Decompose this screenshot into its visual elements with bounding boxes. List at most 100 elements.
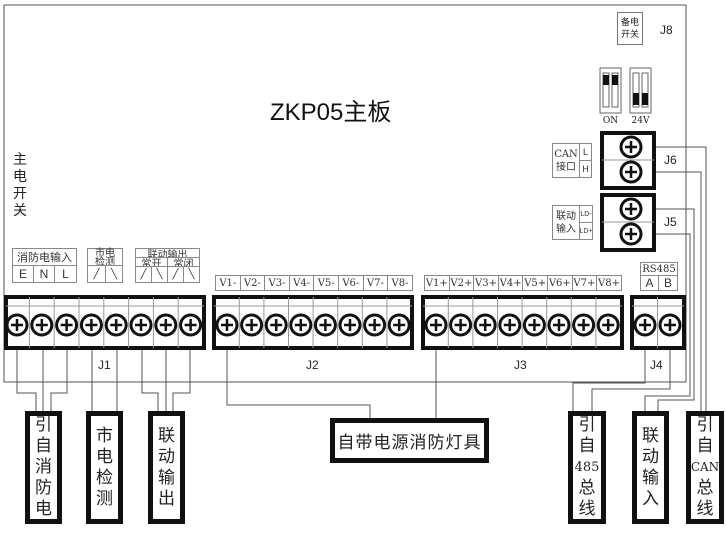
terminal-screw-icon	[596, 313, 620, 337]
label-line: CAN	[554, 148, 578, 160]
slash-icon: ╱	[87, 265, 106, 283]
label-char: 自	[696, 436, 714, 456]
terminal-screw-icon	[240, 313, 264, 337]
pin-b: B	[658, 275, 678, 291]
wire-ld-plus	[644, 233, 691, 411]
board-title: ZKP05主板	[270, 99, 392, 126]
backslash-icon: ╲	[151, 266, 168, 283]
terminal-screw-icon	[572, 313, 596, 337]
terminal-screw-icon	[154, 313, 178, 337]
can-pin-l: L	[579, 143, 592, 161]
terminal-screw-icon	[289, 313, 313, 337]
label-char: 电	[96, 446, 113, 467]
label-char: 联	[642, 426, 659, 446]
label-char: 引	[696, 415, 714, 435]
ld-minus-pin: LD-	[579, 205, 593, 223]
can-port-label: CAN 接口	[552, 143, 580, 178]
slash-icon: ╱	[167, 266, 184, 283]
label-char: 电	[13, 169, 27, 185]
wire-v-minus	[226, 335, 371, 418]
terminal-screw-icon	[79, 313, 103, 337]
dip-24v-label: 24V	[631, 116, 650, 126]
pin-label: V6+	[547, 275, 573, 291]
main-power-switch-label: 主 电 开 关	[10, 152, 30, 222]
label-char: 自	[35, 436, 52, 456]
wire-l	[50, 335, 68, 411]
label-char: 主	[13, 152, 27, 168]
wire-can-l	[646, 146, 707, 411]
can-pin-h: H	[579, 160, 592, 178]
dip-knob	[633, 93, 639, 105]
rs485-bus-box: 引 自 485 总 线	[568, 411, 606, 524]
link-input-port-label: 联动 输入	[552, 205, 580, 240]
backup-switch-label: 备电 开关	[617, 12, 643, 45]
wire-485a	[572, 335, 646, 411]
terminal-screw-icon	[498, 313, 522, 337]
pin-label: V4-	[288, 275, 315, 291]
dip-slot	[602, 72, 610, 108]
terminal-screw-icon	[658, 313, 682, 337]
terminal-screw-icon	[338, 313, 362, 337]
label-char: 自	[578, 436, 596, 456]
terminal-screw-icon	[619, 135, 643, 159]
pin-n: N	[33, 265, 55, 283]
label-char: 消	[35, 457, 52, 477]
terminal-screw-icon	[522, 313, 546, 337]
dip-on-label: ON	[602, 116, 619, 126]
pin-label: V2-	[239, 275, 266, 291]
terminal-screw-icon	[547, 313, 571, 337]
label-char: 引	[578, 415, 596, 435]
pin-label: V7-	[362, 275, 389, 291]
pin-label: V8-	[387, 275, 413, 291]
terminal-screw-icon	[55, 313, 79, 337]
terminal-screw-icon	[619, 160, 643, 184]
wire-485b	[591, 335, 671, 411]
label-char: 检	[96, 467, 113, 488]
mains-detect-label: 市电 检测	[87, 248, 123, 268]
can-bus-box: 引 自 CAN 总 线	[686, 411, 724, 524]
pin-l: L	[54, 265, 77, 283]
label-line: 检测	[95, 256, 115, 268]
pin-label: V1+	[424, 275, 450, 291]
terminal-screw-icon	[5, 313, 29, 337]
terminal-screw-icon	[215, 313, 239, 337]
wire-link-out3	[172, 335, 191, 411]
j3-label: J3	[514, 358, 527, 372]
pin-e: E	[12, 265, 34, 283]
terminal-screw-icon	[264, 313, 288, 337]
label-char: 动	[642, 447, 659, 467]
link-input-box: 联 动 输 入	[632, 411, 669, 524]
pin-label: V2+	[448, 275, 475, 291]
pin-label: V5-	[313, 275, 339, 291]
emergency-lamps-box: 自带电源消防灯具	[330, 418, 489, 463]
label-char: 联	[158, 426, 175, 446]
label-char: 线	[696, 499, 714, 519]
label-char: 总	[696, 478, 714, 498]
terminal-screw-icon	[363, 313, 387, 337]
label-char: 市	[96, 425, 113, 446]
j2-label: J2	[306, 358, 319, 372]
link-output-box: 联 动 输 出	[148, 411, 185, 524]
label-char: 总	[578, 478, 596, 498]
dip-knob	[642, 93, 648, 105]
fire-power-source-box: 引 自 消 防 电	[25, 411, 62, 524]
label-char: 输	[158, 468, 175, 488]
pin-a: A	[640, 275, 659, 291]
label-line: 备电	[620, 17, 639, 28]
label-char: CAN	[690, 460, 720, 474]
label-char: 线	[578, 499, 596, 519]
rs485-label: RS485	[640, 262, 678, 276]
wire-can-h	[646, 171, 702, 411]
terminal-screw-icon	[104, 313, 128, 337]
mains-detect-box: 市 电 检 测	[86, 411, 123, 524]
terminal-screw-icon	[449, 313, 473, 337]
j6-label: J6	[664, 153, 677, 167]
label-char: 输	[642, 468, 659, 488]
dip-slot	[611, 72, 619, 108]
label-char: 开	[13, 186, 27, 202]
label-char: 485	[574, 460, 600, 475]
terminal-screw-icon	[473, 313, 497, 337]
slash-icon: ╱	[135, 266, 152, 283]
